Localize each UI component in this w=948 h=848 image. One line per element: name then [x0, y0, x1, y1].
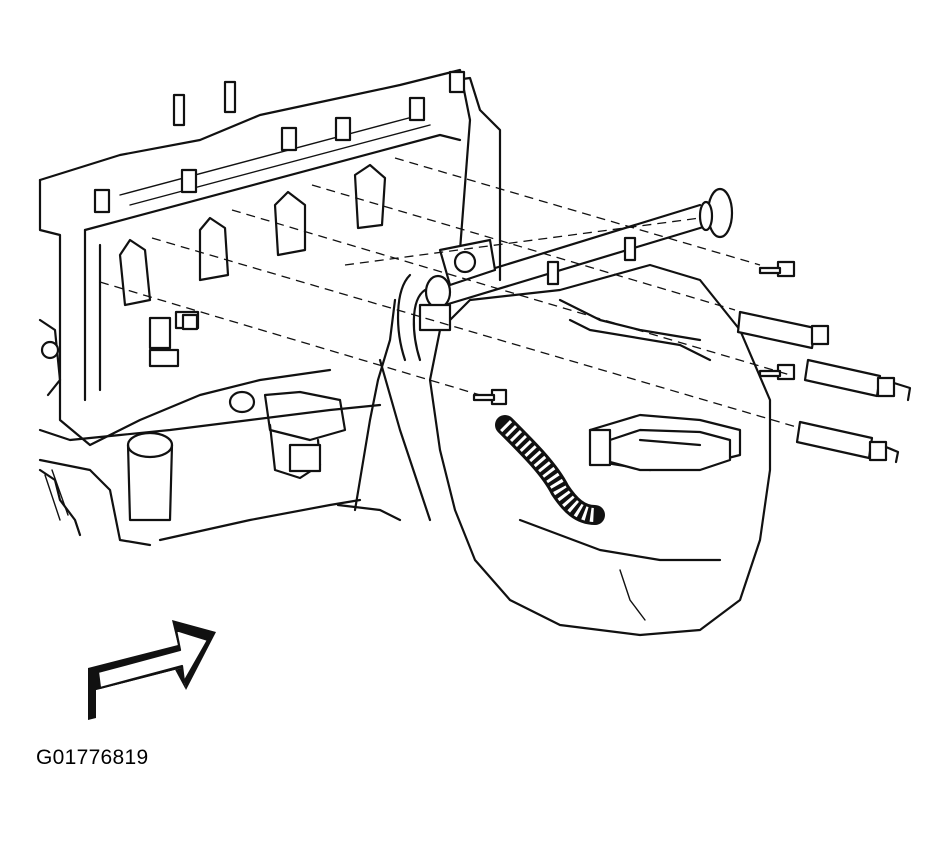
intake-manifold	[336, 263, 772, 637]
intake-ports	[118, 163, 387, 307]
fuel-rail	[397, 187, 734, 362]
front-direction-arrow-icon	[88, 620, 216, 720]
head-bolts	[93, 70, 466, 214]
figure-code: G01776819	[36, 746, 149, 769]
alignment-lines	[99, 157, 801, 429]
wiring-conduit	[495, 415, 605, 525]
throttle-body	[588, 413, 742, 472]
fasteners	[181, 260, 796, 406]
engine-block	[38, 310, 382, 547]
fuel-injectors	[736, 310, 912, 464]
